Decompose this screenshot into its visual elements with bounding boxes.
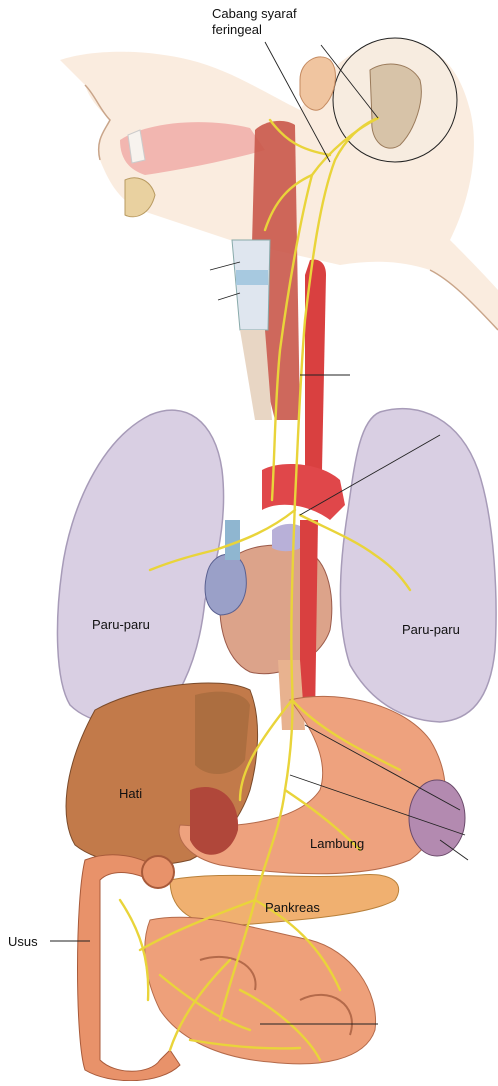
label-pharyngeal-branch-line2: feringeal: [212, 22, 262, 37]
label-pharyngeal-branch-line1: Cabang syaraf: [212, 6, 297, 21]
left-lung: [57, 410, 223, 724]
label-left-lung: Paru-paru: [92, 617, 150, 632]
label-right-lung: Paru-paru: [402, 622, 460, 637]
label-intestine: Usus: [8, 934, 38, 949]
heart: [205, 464, 345, 674]
label-liver: Hati: [119, 786, 142, 801]
label-pancreas: Pankreas: [265, 900, 320, 915]
label-stomach: Lambung: [310, 836, 364, 851]
right-lung: [340, 409, 496, 722]
